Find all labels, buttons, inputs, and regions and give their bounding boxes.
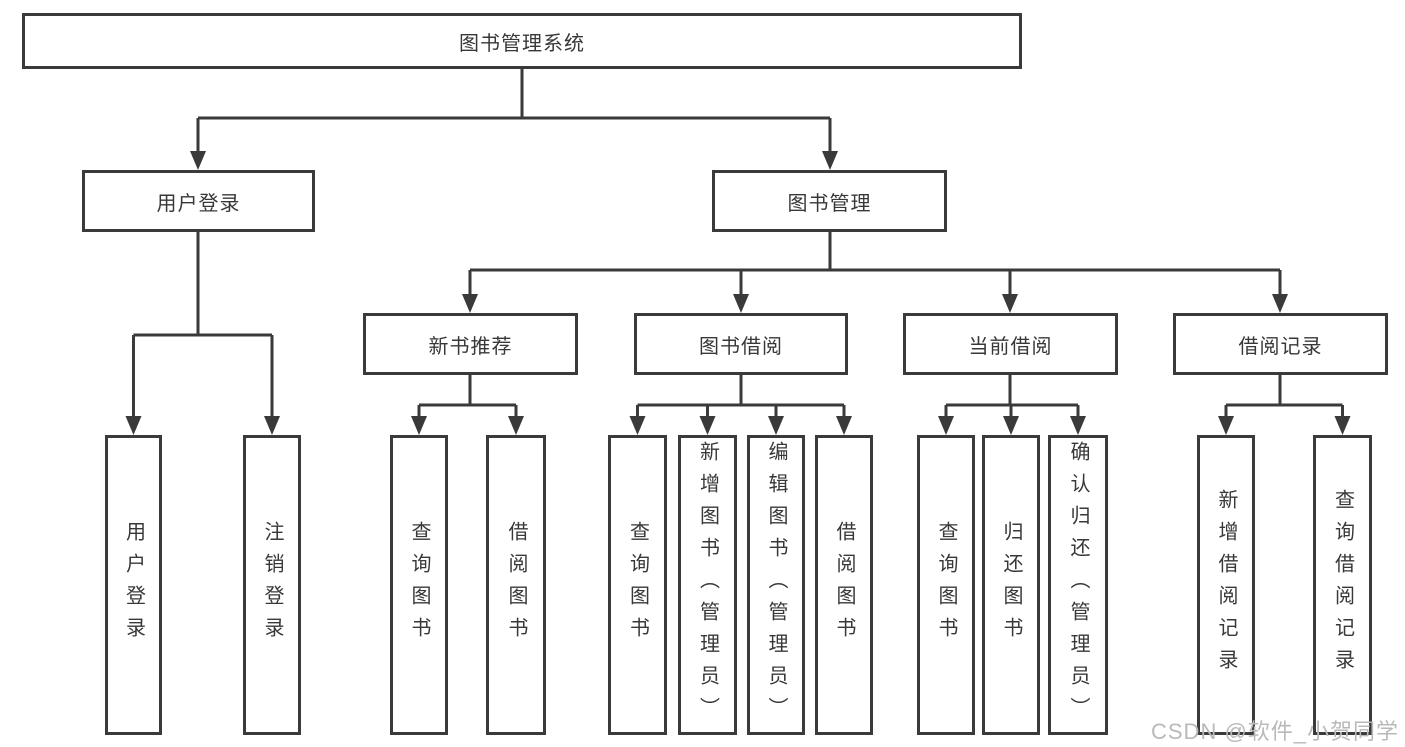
leaf-label: 查询图书 — [935, 521, 957, 649]
leaf-query-borrow-record: 查询借阅记录 — [1313, 435, 1372, 735]
leaf-confirm-return-admin: 确认归还（管理员） — [1048, 435, 1108, 735]
leaf-label: 查询图书 — [626, 521, 649, 649]
leaf-label: 归还图书 — [1000, 521, 1022, 649]
leaf-borrow-books-recommend: 借阅图书 — [486, 435, 546, 735]
leaf-label: 借阅图书 — [833, 521, 855, 649]
leaf-label: 编辑图书（管理员） — [765, 441, 787, 729]
node-label: 新书推荐 — [428, 335, 513, 358]
node-label: 当前借阅 — [968, 335, 1053, 358]
node-new-book-recommend: 新书推荐 — [363, 313, 578, 375]
leaf-logout: 注销登录 — [243, 435, 301, 735]
leaf-add-books-admin: 新增图书（管理员） — [678, 435, 737, 735]
node-label: 图书管理系统 — [459, 32, 585, 55]
leaf-borrow-books-borrowing: 借阅图书 — [815, 435, 873, 735]
leaf-label: 新增借阅记录 — [1215, 489, 1237, 681]
csdn-watermark: CSDN @软件_小贺同学 — [1151, 719, 1400, 744]
node-label: 图书借阅 — [699, 335, 783, 358]
arrowhead-icons — [125, 151, 1351, 435]
leaf-query-books-recommend: 查询图书 — [390, 435, 448, 735]
node-borrowing-records: 借阅记录 — [1173, 313, 1388, 375]
node-user-login: 用户登录 — [82, 170, 315, 232]
leaf-label: 新增图书（管理员） — [696, 441, 719, 729]
leaf-return-books: 归还图书 — [982, 435, 1040, 735]
leaf-query-books-current: 查询图书 — [917, 435, 975, 735]
leaf-edit-books-admin: 编辑图书（管理员） — [747, 435, 805, 735]
leaf-add-borrow-record: 新增借阅记录 — [1197, 435, 1255, 735]
leaf-label: 查询借阅记录 — [1331, 489, 1354, 681]
leaf-user-login: 用户登录 — [105, 435, 162, 735]
node-book-management: 图书管理 — [712, 170, 947, 232]
node-current-borrowing: 当前借阅 — [903, 313, 1118, 375]
leaf-label: 确认归还（管理员） — [1067, 441, 1089, 729]
node-label: 图书管理 — [787, 192, 872, 215]
node-label: 借阅记录 — [1238, 335, 1323, 358]
node-book-management-system: 图书管理系统 — [22, 13, 1022, 69]
leaf-label: 查询图书 — [408, 521, 430, 649]
node-book-borrowing: 图书借阅 — [634, 313, 848, 375]
leaf-label: 借阅图书 — [505, 521, 527, 649]
node-label: 用户登录 — [156, 192, 241, 215]
leaf-label: 注销登录 — [261, 521, 283, 649]
leaf-query-books-borrowing: 查询图书 — [608, 435, 667, 735]
leaf-label: 用户登录 — [122, 521, 145, 649]
